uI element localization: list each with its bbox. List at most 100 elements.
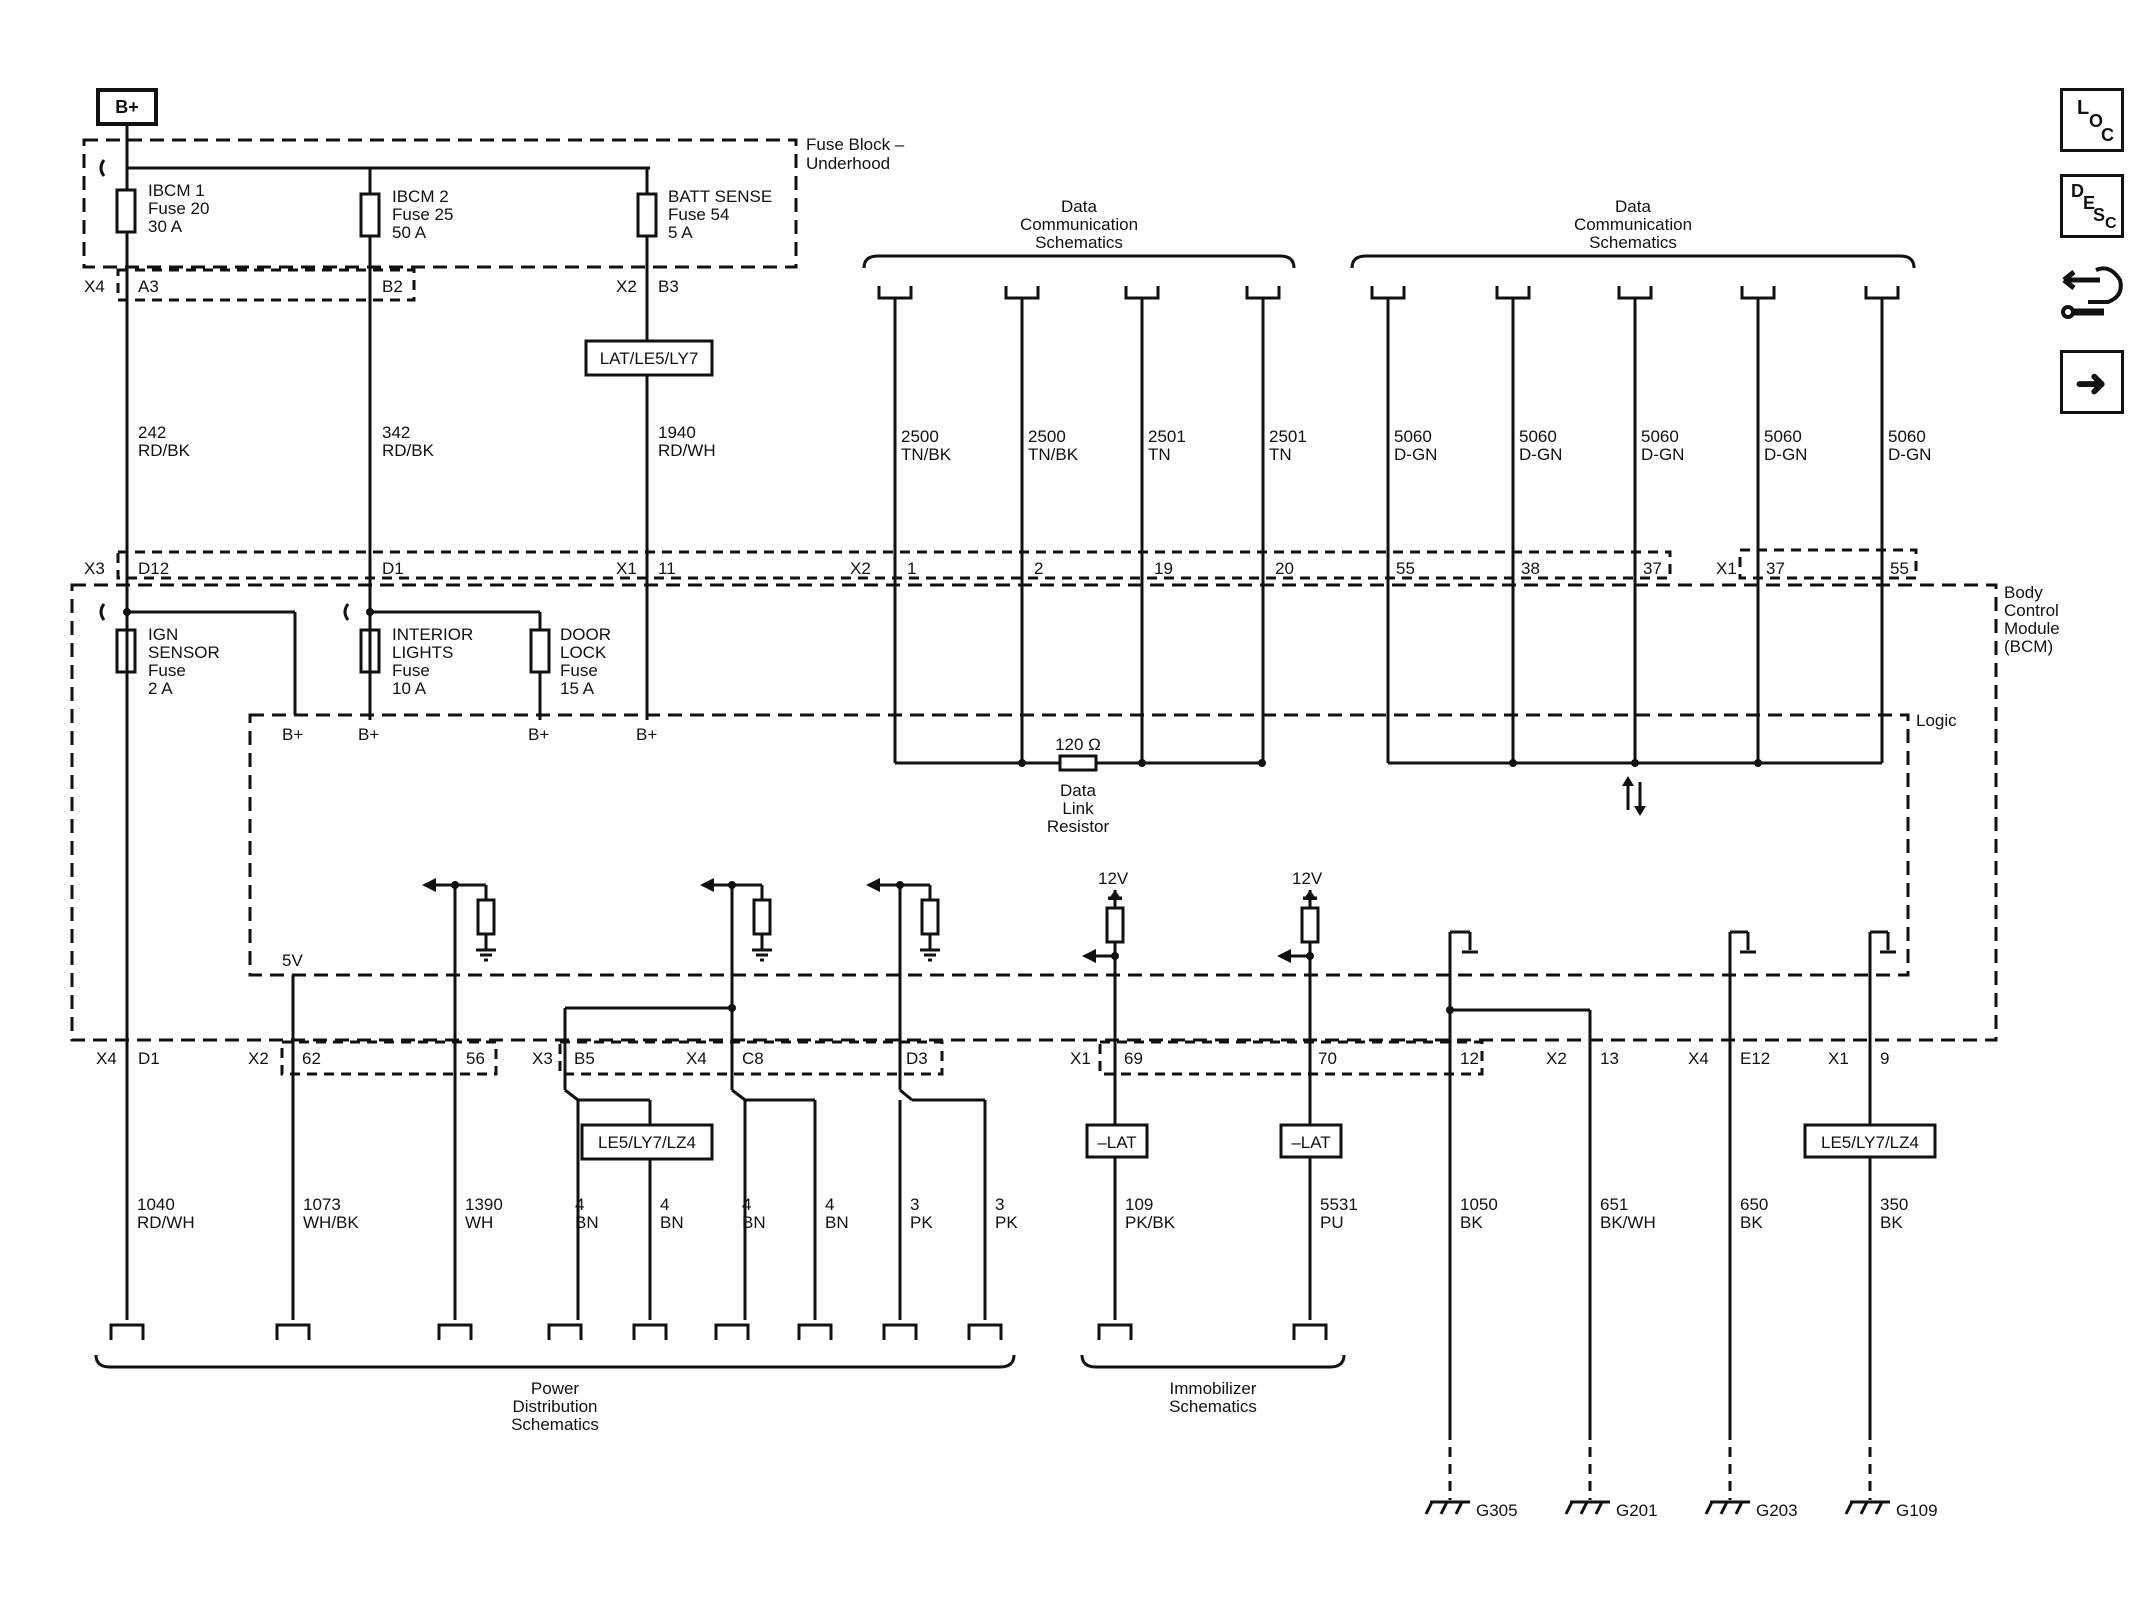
repair-info-button[interactable]: [2060, 262, 2124, 334]
bp-d3: D3: [906, 1049, 928, 1068]
door-fuse-l1: DOOR: [560, 625, 611, 644]
bp-x2a: X2: [248, 1049, 269, 1068]
fuse-batt-rating: 5 A: [668, 223, 693, 242]
fuse-ibcm2: [359, 192, 381, 238]
bp-56: 56: [466, 1049, 485, 1068]
power-dist-3: Schematics: [511, 1415, 599, 1434]
wire-1940-color: RD/WH: [658, 441, 716, 460]
location-button[interactable]: L O C: [2060, 88, 2124, 152]
description-button[interactable]: D E S C: [2060, 174, 2124, 238]
int-fuse-l2: LIGHTS: [392, 643, 453, 662]
ground-g201: G201: [1616, 1501, 1658, 1520]
data-wire-number: 5060: [1519, 427, 1557, 446]
bottom-wire-number: 651: [1600, 1195, 1628, 1214]
data-left-conn: X2: [850, 559, 871, 578]
bottom-wire-color: RD/WH: [137, 1213, 195, 1232]
bottom-wire-color: PU: [1320, 1213, 1344, 1232]
ground-g109: G109: [1896, 1501, 1938, 1520]
bottom-connector: [797, 1323, 833, 1340]
bp-x1a: X1: [1070, 1049, 1091, 1068]
bottom-wire-number: 4: [825, 1195, 834, 1214]
fuse-ibcm2-name: IBCM 2: [392, 187, 449, 206]
bp-x2b: X2: [1546, 1049, 1567, 1068]
ign-fuse-l1: IGN: [148, 625, 178, 644]
bottom-wire-color: WH: [465, 1213, 493, 1232]
bcm-title-4: (BCM): [2004, 637, 2053, 656]
bcm-border: [70, 583, 1998, 1042]
int-fuse-l4: 10 A: [392, 679, 427, 698]
bottom-wire-number: 3: [910, 1195, 919, 1214]
bp-70: 70: [1318, 1049, 1337, 1068]
wire-242-number: 242: [138, 423, 166, 442]
pin-b2: B2: [382, 277, 403, 296]
door-fuse-l2: LOCK: [560, 643, 607, 662]
bottom-connector: [1292, 1323, 1328, 1340]
data-wire-color: D-GN: [1888, 445, 1931, 464]
fuse-block-connector-x4: [116, 268, 416, 302]
ign-fuse-l4: 2 A: [148, 679, 173, 698]
data-wire-number: 5060: [1641, 427, 1679, 446]
data-comm-left-1: Data: [1061, 197, 1097, 216]
pin-b3: B3: [658, 277, 679, 296]
option-neg-lat-1: –LAT: [1097, 1133, 1136, 1152]
data-connector: [1740, 286, 1776, 300]
data-pin: 20: [1275, 559, 1294, 578]
bcm-x1-connector: [1738, 548, 1918, 580]
bp-x1b: X1: [1828, 1049, 1849, 1068]
data-wire-number: 5060: [1394, 427, 1432, 446]
bottom-connector: [437, 1323, 473, 1340]
bp-x4: X4: [96, 1049, 117, 1068]
option-lat-le5-ly7: LAT/LE5/LY7: [600, 349, 699, 368]
twelve-volt-2: 12V: [1292, 869, 1323, 888]
bottom-wire-color: BN: [825, 1213, 849, 1232]
bcm-title-1: Body: [2004, 583, 2043, 602]
ign-fuse-l2: SENSOR: [148, 643, 220, 662]
int-fuse-l1: INTERIOR: [392, 625, 473, 644]
bottom-wire-color: BN: [742, 1213, 766, 1232]
wire-342-color: RD/BK: [382, 441, 435, 460]
data-connector: [1495, 286, 1531, 300]
bottom-wire-number: 109: [1125, 1195, 1153, 1214]
next-page-button[interactable]: ➜: [2060, 350, 2124, 414]
loc-letter-o: O: [2089, 111, 2104, 131]
five-volt-label: 5V: [282, 951, 303, 970]
fuse-ibcm1-name: IBCM 1: [148, 181, 205, 200]
bp-x3: X3: [532, 1049, 553, 1068]
bp-9: 9: [1880, 1049, 1889, 1068]
desc-letter-s: S: [2093, 205, 2106, 225]
bcm-title-3: Module: [2004, 619, 2060, 638]
bp-c8: C8: [742, 1049, 764, 1068]
pin-a3: A3: [138, 277, 159, 296]
data-wire-color: TN/BK: [1028, 445, 1079, 464]
bottom-wire-number: 350: [1880, 1195, 1908, 1214]
bottom-wire-number: 1073: [303, 1195, 341, 1214]
bp-e12: E12: [1740, 1049, 1770, 1068]
bcm-pin-11: 11: [658, 559, 676, 578]
door-fuse-l4: 15 A: [560, 679, 595, 698]
fuse-block-border: [82, 138, 798, 269]
bottom-wire-number: 4: [660, 1195, 669, 1214]
data-pin: 55: [1396, 559, 1415, 578]
bottom-connector: [547, 1323, 583, 1340]
loc-letter-c: C: [2101, 125, 2114, 145]
bottom-wire-color: PK: [995, 1213, 1018, 1232]
fuse-ibcm1-number: Fuse 20: [148, 199, 209, 218]
data-pin: 2: [1034, 559, 1043, 578]
desc-letter-d: D: [2071, 181, 2084, 201]
immobilizer-2: Schematics: [1169, 1397, 1257, 1416]
bottom-wire-number: 1390: [465, 1195, 503, 1214]
option-le5-1: LE5/LY7/LZ4: [598, 1133, 696, 1152]
bcm-title-2: Control: [2004, 601, 2059, 620]
logic-label: Logic: [1916, 711, 1957, 730]
power-dist-2: Distribution: [512, 1397, 597, 1416]
data-comm-left-3: Schematics: [1035, 233, 1123, 252]
data-pin: 1: [907, 559, 916, 578]
loc-letter-l: L: [2077, 97, 2090, 119]
bp-d1: D1: [138, 1049, 160, 1068]
data-pin: 37: [1643, 559, 1662, 578]
bottom-connector: [1097, 1323, 1133, 1340]
bottom-wire-color: BK: [1880, 1213, 1903, 1232]
fuse-ibcm1: [115, 188, 137, 234]
